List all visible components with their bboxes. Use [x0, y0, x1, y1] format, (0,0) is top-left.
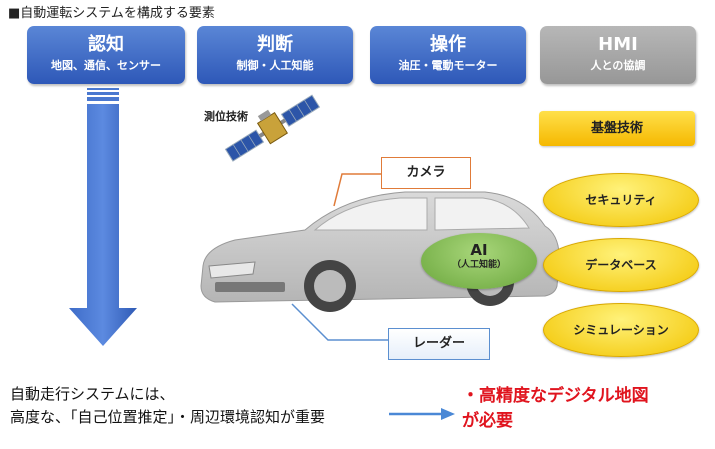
- satellite-label: 測位技術: [204, 110, 248, 123]
- down-arrow-icon: [69, 88, 137, 346]
- header-recognition: 認知 地図、通信、センサー: [27, 26, 185, 84]
- bottom-text-line1: 自動走行システムには、: [10, 385, 175, 403]
- header-judgment-sub: 制御・人工知能: [236, 59, 314, 72]
- camera-leader-line: [333, 173, 382, 207]
- camera-callout: カメラ: [381, 157, 471, 189]
- header-recognition-sub: 地図、通信、センサー: [51, 59, 161, 72]
- red-text-line1: ・高精度なデジタル地図: [462, 386, 649, 406]
- header-operation: 操作 油圧・電動モーター: [370, 26, 526, 84]
- bottom-text-line2: 高度な、「自己位置推定」・周辺環境認知が重要: [10, 408, 326, 426]
- simulation-pill: シミュレーション: [543, 303, 699, 357]
- base-tech-box: 基盤技術: [539, 111, 695, 146]
- header-operation-sub: 油圧・電動モーター: [398, 59, 498, 72]
- header-operation-title: 操作: [430, 34, 466, 55]
- radar-leader-line: [291, 303, 388, 341]
- red-text-line2: が必要: [462, 411, 513, 431]
- header-hmi: HMI 人との協調: [540, 26, 696, 84]
- header-judgment: 判断 制御・人工知能: [197, 26, 353, 84]
- satellite-icon: [224, 94, 321, 162]
- radar-callout: レーダー: [388, 328, 490, 360]
- page-title: ■自動運転システムを構成する要素: [8, 6, 215, 21]
- ai-ellipse: AI （人工知能）: [421, 233, 537, 289]
- right-arrow-icon: [389, 408, 455, 420]
- header-hmi-title: HMI: [598, 34, 638, 55]
- header-judgment-title: 判断: [257, 34, 293, 55]
- ai-title: AI: [470, 241, 488, 259]
- header-hmi-sub: 人との協調: [590, 59, 646, 72]
- ai-sub: （人工知能）: [451, 260, 506, 270]
- header-recognition-title: 認知: [88, 34, 124, 55]
- security-pill: セキュリティ: [543, 173, 699, 227]
- database-pill: データベース: [543, 238, 699, 292]
